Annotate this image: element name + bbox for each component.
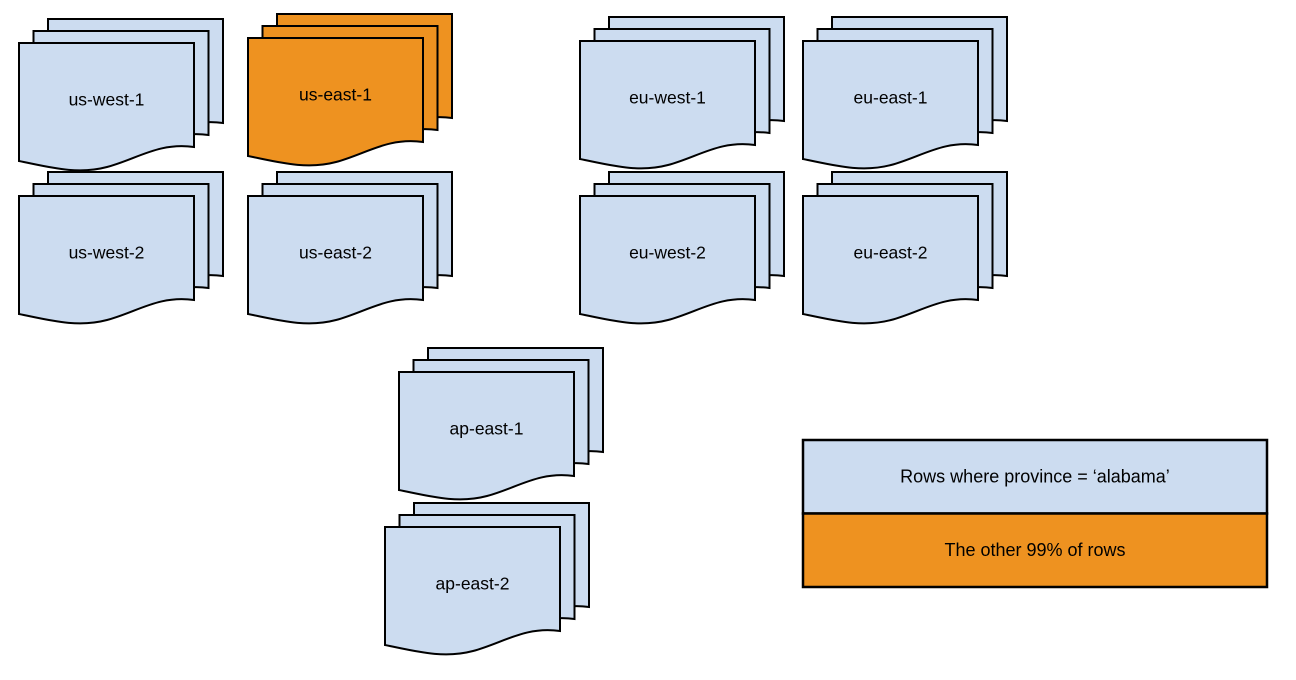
stack-sheet-front[interactable] bbox=[247, 195, 424, 325]
stack-label-ap-east-1: ap-east-1 bbox=[450, 419, 524, 439]
stack-label-eu-west-2: eu-west-2 bbox=[629, 243, 706, 263]
stack-label-us-west-1: us-west-1 bbox=[69, 90, 145, 110]
document-stack-ap-east-2[interactable]: ap-east-2 bbox=[384, 502, 590, 656]
legend-label-legend-orange: The other 99% of rows bbox=[944, 540, 1125, 560]
document-stack-eu-west-2[interactable]: eu-west-2 bbox=[579, 171, 785, 325]
legend-swatch-legend-orange bbox=[801, 512, 1269, 589]
document-stack-us-west-2[interactable]: us-west-2 bbox=[18, 171, 224, 325]
document-stack-eu-east-2[interactable]: eu-east-2 bbox=[802, 171, 1008, 325]
stack-label-eu-east-1: eu-east-1 bbox=[854, 88, 928, 108]
stack-sheet-front[interactable] bbox=[247, 37, 424, 167]
stack-sheet-front[interactable] bbox=[579, 40, 756, 170]
region-stacks-group: us-west-1 us-east-1 eu-west-1 eu-east-1 us-w… bbox=[18, 13, 1008, 656]
stack-sheet-front[interactable] bbox=[398, 371, 575, 501]
document-stack-us-west-1[interactable]: us-west-1 bbox=[18, 18, 224, 172]
document-stack-us-east-2[interactable]: us-east-2 bbox=[247, 171, 453, 325]
document-stack-ap-east-1[interactable]: ap-east-1 bbox=[398, 347, 604, 501]
stack-sheet-front[interactable] bbox=[579, 195, 756, 325]
stack-label-us-east-1: us-east-1 bbox=[299, 85, 372, 105]
document-stack-eu-west-1[interactable]: eu-west-1 bbox=[579, 16, 785, 170]
stack-sheet-front[interactable] bbox=[802, 40, 979, 170]
stack-label-ap-east-2: ap-east-2 bbox=[436, 574, 510, 594]
legend: Rows where province = ‘alabama’ The other… bbox=[801, 438, 1269, 589]
legend-label-legend-blue: Rows where province = ‘alabama’ bbox=[900, 467, 1170, 487]
stack-sheet-front[interactable] bbox=[18, 42, 195, 172]
stack-sheet-front[interactable] bbox=[384, 526, 561, 656]
legend-swatch-legend-blue bbox=[801, 438, 1269, 515]
stack-label-eu-east-2: eu-east-2 bbox=[854, 243, 928, 263]
stack-label-us-west-2: us-west-2 bbox=[69, 243, 145, 263]
stack-sheet-front[interactable] bbox=[802, 195, 979, 325]
document-stack-us-east-1[interactable]: us-east-1 bbox=[247, 13, 453, 167]
stack-sheet-front[interactable] bbox=[18, 195, 195, 325]
document-stack-eu-east-1[interactable]: eu-east-1 bbox=[802, 16, 1008, 170]
stack-label-eu-west-1: eu-west-1 bbox=[629, 88, 706, 108]
stack-label-us-east-2: us-east-2 bbox=[299, 243, 372, 263]
